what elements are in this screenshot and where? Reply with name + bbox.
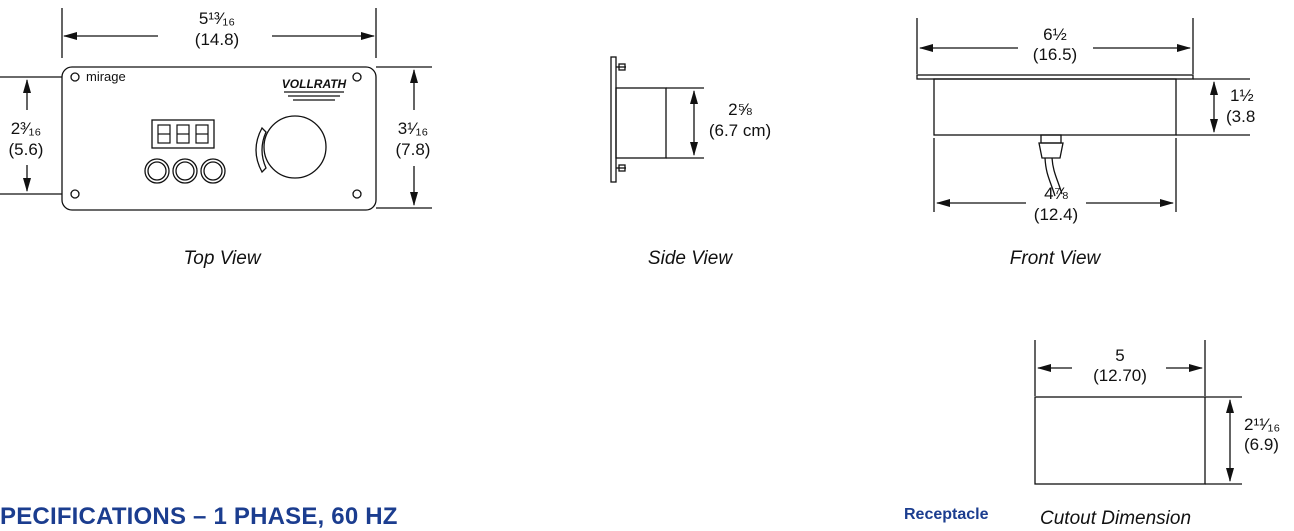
front-body — [933, 78, 1177, 136]
front-width-inches: 6½ — [1043, 25, 1067, 44]
seven-segment-digits — [157, 124, 209, 144]
cutout-caption: Cutout Dimension — [1040, 508, 1192, 529]
cable-gland-nut — [1038, 142, 1064, 159]
cutout-height-cm: (6.9) — [1244, 435, 1279, 454]
top-width-inches: 5¹³⁄₁₆ — [199, 9, 235, 28]
hole-spacing-inches: 2³⁄₁₆ — [11, 119, 42, 138]
power-cord — [1051, 157, 1063, 195]
front-height-inches: 1½ — [1230, 86, 1254, 105]
mounting-hole — [352, 72, 362, 82]
control-button-inner — [203, 161, 223, 181]
side-stud — [618, 164, 626, 172]
side-depth-inches: 2⅝ — [728, 100, 752, 119]
cutout-width-cm: (12.70) — [1093, 366, 1147, 385]
side-view-caption: Side View — [648, 248, 733, 269]
cutout-height-inches: 2¹¹⁄₁₆ — [1244, 415, 1280, 434]
top-view — [0, 8, 432, 211]
control-button — [144, 158, 170, 184]
cutout-width-inches: 5 — [1115, 346, 1124, 365]
front-height-cm: (3.8 — [1226, 107, 1255, 126]
cutout-view — [1034, 340, 1242, 485]
hole-spacing-cm: (5.6) — [9, 140, 44, 159]
digital-display — [151, 119, 215, 149]
specifications-heading: PECIFICATIONS – 1 PHASE, 60 HZ — [0, 503, 398, 530]
power-cord — [1044, 157, 1056, 197]
top-width-cm: (14.8) — [195, 30, 239, 49]
vollrath-brand-text: VOLLRATH — [282, 77, 347, 91]
receptacle-label: Receptacle — [904, 506, 989, 523]
front-bottom-cm: (12.4) — [1034, 205, 1078, 224]
control-button-inner — [147, 161, 167, 181]
top-height-inches: 3¹⁄₁₆ — [398, 119, 429, 138]
control-panel-outline — [61, 66, 377, 211]
control-button — [200, 158, 226, 184]
side-view — [610, 56, 704, 183]
knob-scale-mark — [255, 126, 267, 174]
front-width-cm: (16.5) — [1033, 45, 1077, 64]
control-knob — [263, 115, 327, 179]
control-button-inner — [175, 161, 195, 181]
side-depth-cm: (6.7 cm) — [709, 121, 771, 140]
cutout-rectangle — [1034, 396, 1206, 485]
mounting-hole — [70, 189, 80, 199]
mirage-logo-text: mirage — [86, 69, 126, 84]
front-view-caption: Front View — [1010, 248, 1102, 269]
top-height-cm: (7.8) — [396, 140, 431, 159]
top-view-caption: Top View — [183, 248, 261, 269]
front-bottom-inches: 4⅞ — [1044, 184, 1068, 203]
mounting-hole — [352, 189, 362, 199]
control-button — [172, 158, 198, 184]
side-body — [615, 87, 667, 159]
cable-gland — [1040, 134, 1062, 144]
front-view — [916, 18, 1250, 212]
side-flange — [610, 56, 617, 183]
side-stud — [618, 63, 626, 71]
mounting-hole — [70, 72, 80, 82]
